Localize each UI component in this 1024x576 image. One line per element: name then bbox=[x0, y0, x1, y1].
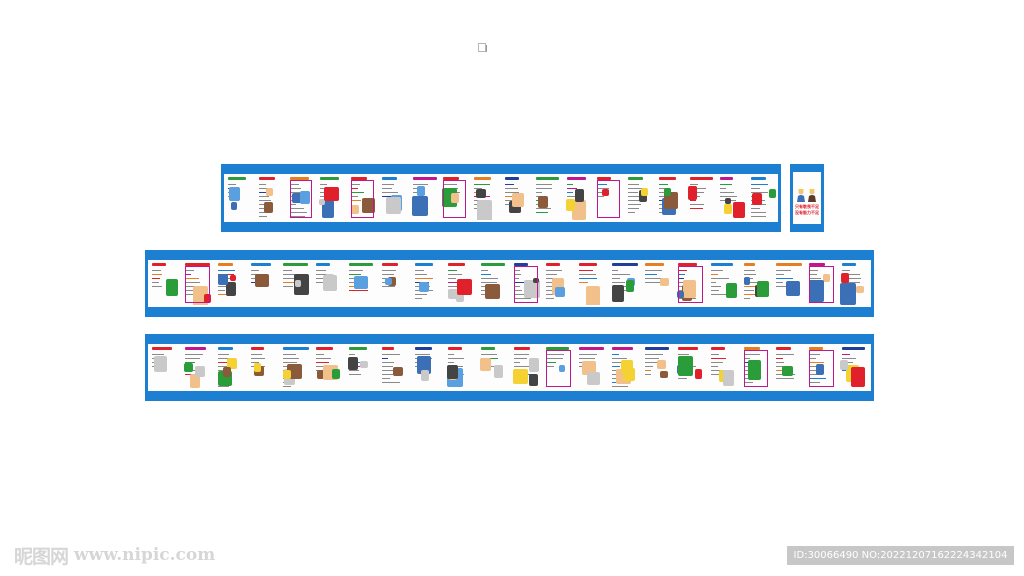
mini-poster bbox=[288, 176, 315, 220]
mini-poster bbox=[840, 346, 869, 389]
mini-poster bbox=[749, 176, 776, 220]
mini-poster bbox=[347, 262, 376, 305]
mini-poster bbox=[512, 262, 541, 305]
watermark-logo: 昵图网 bbox=[14, 545, 69, 568]
mini-poster bbox=[216, 262, 245, 305]
mini-poster bbox=[446, 262, 475, 305]
mini-poster bbox=[643, 346, 672, 389]
mini-poster bbox=[534, 176, 561, 220]
mini-poster bbox=[610, 262, 639, 305]
mini-poster bbox=[610, 346, 639, 389]
mini-poster bbox=[577, 262, 606, 305]
mini-poster bbox=[565, 176, 592, 220]
mini-poster bbox=[742, 262, 771, 305]
mini-poster bbox=[577, 346, 606, 389]
mini-poster bbox=[626, 176, 653, 220]
mini-poster bbox=[411, 176, 438, 220]
mini-poster bbox=[774, 262, 803, 305]
image-id-bar: ID:30066490 NO:20221207162224342104 bbox=[787, 546, 1014, 565]
mini-poster bbox=[544, 346, 573, 389]
mini-poster bbox=[183, 346, 212, 389]
workers-illustration-icon bbox=[797, 189, 816, 202]
side-panel-caption-1: 只有敬畏不足 bbox=[795, 204, 819, 209]
nipic-watermark: 昵图网 www.nipic.com bbox=[14, 541, 215, 569]
safety-board-side-panel: 只有敬畏不足 没有能力不足 bbox=[790, 164, 824, 232]
mini-poster bbox=[314, 262, 343, 305]
mini-poster bbox=[742, 346, 771, 389]
watermark-url: www.nipic.com bbox=[74, 545, 216, 565]
mini-poster bbox=[349, 176, 376, 220]
mini-poster bbox=[472, 176, 499, 220]
mini-poster bbox=[314, 346, 343, 389]
layers-icon bbox=[478, 43, 487, 53]
mini-poster bbox=[183, 262, 212, 305]
mini-poster bbox=[413, 262, 442, 305]
mini-poster bbox=[150, 346, 179, 389]
mini-poster bbox=[687, 176, 715, 220]
mini-poster bbox=[676, 346, 705, 389]
mini-poster bbox=[774, 346, 803, 389]
mini-poster bbox=[512, 346, 541, 389]
side-panel-caption-2: 没有能力不足 bbox=[795, 210, 819, 215]
mini-poster bbox=[318, 176, 345, 220]
board-row-1-content bbox=[224, 174, 778, 222]
mini-poster bbox=[718, 176, 745, 220]
mini-poster bbox=[380, 262, 409, 305]
mini-poster bbox=[807, 262, 836, 305]
mini-poster bbox=[595, 176, 622, 220]
board-row-3-content bbox=[148, 344, 871, 391]
mini-poster bbox=[840, 262, 869, 305]
mini-poster bbox=[249, 346, 278, 389]
mini-poster bbox=[544, 262, 573, 305]
mini-poster bbox=[347, 346, 376, 389]
mini-poster bbox=[281, 262, 310, 305]
mini-poster bbox=[676, 262, 705, 305]
mini-poster bbox=[249, 262, 278, 305]
safety-board-row-3 bbox=[145, 334, 874, 401]
mini-poster bbox=[643, 262, 672, 305]
mini-poster bbox=[709, 262, 738, 305]
mini-poster bbox=[380, 346, 409, 389]
mini-poster bbox=[441, 176, 468, 220]
mini-poster bbox=[657, 176, 684, 220]
mini-poster bbox=[446, 346, 475, 389]
mini-poster bbox=[216, 346, 245, 389]
mini-poster bbox=[413, 346, 442, 389]
mini-poster bbox=[479, 346, 508, 389]
mini-poster bbox=[150, 262, 179, 305]
mini-poster bbox=[503, 176, 530, 220]
mini-poster bbox=[709, 346, 738, 389]
mini-poster bbox=[226, 176, 253, 220]
board-row-2-content bbox=[148, 260, 871, 307]
mini-poster bbox=[479, 262, 508, 305]
mini-poster bbox=[380, 176, 407, 220]
mini-poster bbox=[257, 176, 284, 220]
safety-board-row-1 bbox=[221, 164, 781, 232]
mini-poster bbox=[281, 346, 310, 389]
mini-poster bbox=[807, 346, 836, 389]
safety-board-row-2 bbox=[145, 250, 874, 317]
